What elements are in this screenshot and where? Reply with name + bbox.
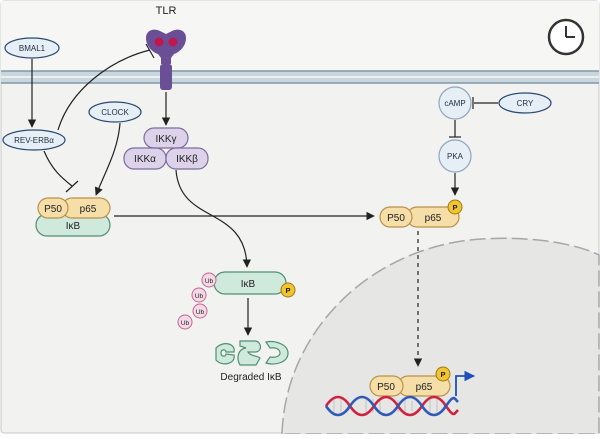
- bmal1-label: BMAL1: [19, 44, 46, 53]
- pka-node: PKA: [438, 139, 472, 173]
- p50-label: P50: [44, 204, 62, 215]
- ub-label: Ub: [196, 309, 205, 316]
- transcription-start-arrow-icon: [455, 370, 476, 396]
- phospho-ikb-ubiquitinated: IκB P Ub Ub Ub Ub: [177, 271, 296, 330]
- ikk-alpha-label: IKKα: [134, 154, 156, 165]
- ikb-label: IκB: [66, 221, 81, 232]
- rev-erba-node: REV-ERBα: [2, 129, 66, 151]
- nfkb-ikb-complex: P50 p65 IκB: [35, 197, 111, 237]
- ikk-gamma-label: IKKγ: [155, 134, 176, 145]
- degraded-ikb-label: Degraded IκB: [220, 372, 281, 383]
- degraded-ikb-fragments: [215, 340, 289, 366]
- plasma-membrane: [1, 70, 599, 84]
- dna-helix-icon: [324, 395, 459, 417]
- camp-node: cAMP: [438, 86, 472, 120]
- p65-label: p65: [416, 382, 433, 393]
- pathway-edges: [27, 43, 498, 367]
- p65-label: p65: [80, 204, 97, 215]
- clock-protein-node: CLOCK: [88, 101, 142, 123]
- p50-label: P50: [377, 382, 395, 393]
- cry-node: CRY: [498, 92, 552, 114]
- phospho-label: P: [440, 370, 445, 379]
- pka-label: PKA: [447, 152, 464, 161]
- phospho-label: P: [285, 286, 290, 295]
- ub-label: Ub: [195, 293, 204, 300]
- cry-label: CRY: [517, 99, 534, 108]
- cytoplasmic-p50-p65: P50 p65 P: [379, 199, 463, 228]
- inhibit-bar-tlr: [145, 43, 155, 59]
- tlr-label: TLR: [156, 5, 177, 17]
- nucleus: [281, 237, 600, 435]
- ub-label: Ub: [181, 320, 190, 327]
- bmal1-node: BMAL1: [4, 37, 60, 59]
- inhibit-reverba-to-nfkb: [43, 150, 73, 187]
- ikk-beta-label: IKKβ: [176, 154, 198, 165]
- phospho-label: P: [452, 203, 457, 212]
- rev-erba-label: REV-ERBα: [14, 136, 54, 145]
- ikb-label: IκB: [241, 279, 256, 290]
- extracellular-space: [1, 1, 599, 71]
- inhibit-bar-nfkb: [65, 180, 79, 193]
- ikk-complex: IKKγ IKKα IKKβ: [123, 127, 209, 170]
- clock-icon: [547, 18, 585, 56]
- inhibit-reverba-to-tlr: [57, 49, 151, 131]
- p50-label: P50: [387, 213, 405, 224]
- ub-label: Ub: [205, 278, 214, 285]
- tlr-receptor-icon: [146, 29, 186, 90]
- p65-label: p65: [425, 213, 442, 224]
- camp-label: cAMP: [444, 99, 465, 108]
- ubiquitin-chain: Ub Ub Ub Ub: [177, 272, 217, 330]
- arrow-clock-to-p65: [94, 122, 121, 196]
- clock-protein-label: CLOCK: [101, 108, 129, 117]
- nuclear-p50-p65: P50 p65 P: [369, 366, 451, 397]
